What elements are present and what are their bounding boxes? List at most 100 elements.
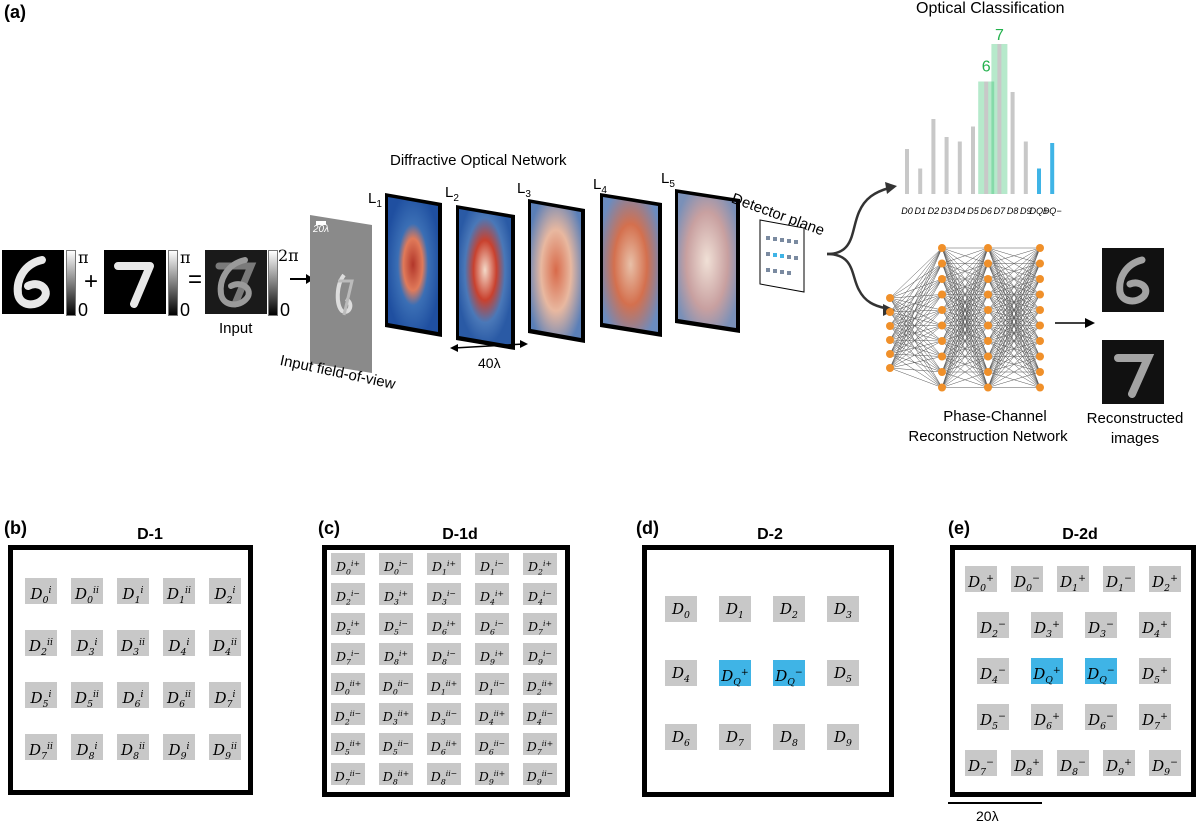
detector-d1d-5: D2i− <box>331 583 365 607</box>
nn-node <box>984 290 992 299</box>
nn-node <box>886 364 894 372</box>
nn-edge <box>889 297 943 373</box>
detector-d2d-10: DQ+ <box>1031 658 1063 686</box>
panel-d-title: D-2 <box>757 526 783 543</box>
detector-d2d-7: D3− <box>1085 612 1117 640</box>
nn-edge <box>889 297 943 342</box>
bar-D8 <box>1010 92 1015 194</box>
nn-edge <box>889 278 943 327</box>
nn-edge <box>889 325 943 341</box>
nn-edge <box>987 371 1041 388</box>
detector-d1d-2: D1i+ <box>427 553 461 577</box>
nn-node <box>1036 306 1044 314</box>
layer-label-2: L2 <box>445 184 459 204</box>
detector-d1-14: D7i <box>209 682 241 710</box>
nn-edge <box>889 309 943 355</box>
detector-d1-10: D5i <box>25 682 57 710</box>
nn-edge <box>889 309 943 369</box>
detector-d2d-17: D7− <box>965 750 997 778</box>
layer-1-plate <box>385 193 442 337</box>
detector-d1-1: D0ii <box>71 578 103 606</box>
nn-edge <box>889 311 943 342</box>
detector-d1d-4: D2i+ <box>523 553 557 577</box>
tick-label-D6: D6 <box>980 206 992 216</box>
nn-edge <box>889 247 943 355</box>
nn-node <box>886 322 894 330</box>
tick-label-DQ+: DQ+ <box>1030 206 1049 216</box>
detector-d1d-25: D2ii− <box>331 703 365 727</box>
detector-d1d-34: D7ii+ <box>523 733 557 757</box>
bar-D3 <box>944 137 949 194</box>
panel-d-letter: (d) <box>636 518 659 538</box>
detector-d2d-9: D4− <box>977 658 1009 686</box>
tick-label-D0: D0 <box>901 206 913 216</box>
panel-b-letter: (b) <box>4 518 27 538</box>
bar-D9 <box>1023 141 1028 194</box>
peak-label-6: 6 <box>982 59 991 76</box>
network-title: Diffractive Optical Network <box>390 152 567 169</box>
nn-node <box>1036 337 1044 345</box>
detector-d2d-18: D8+ <box>1011 750 1043 778</box>
detector-d1d-36: D8ii+ <box>379 763 413 787</box>
detector-d2-8: D6 <box>665 724 697 750</box>
detector-d2-10: D8 <box>773 724 805 750</box>
detector-d1-7: D3ii <box>117 630 149 658</box>
detector-d1d-1: D0i− <box>379 553 413 577</box>
nn-node <box>938 352 946 361</box>
bar-D4 <box>957 141 962 194</box>
bar-D5 <box>971 126 975 194</box>
nn-edge <box>941 247 989 373</box>
nn-edge <box>987 247 1041 295</box>
nn-edge <box>889 339 943 342</box>
nn-edge <box>987 309 1041 388</box>
detector-d1d-3: D1i− <box>475 553 509 577</box>
nn-edge <box>987 247 1041 264</box>
detector-d2d-19: D8− <box>1057 750 1089 778</box>
pi-label-1: π <box>78 248 89 267</box>
layer-spacing-label: 40λ <box>478 355 501 371</box>
nn-node <box>938 383 946 392</box>
nn-edge <box>889 247 943 299</box>
detector-d2-3: D3 <box>827 596 859 622</box>
detector-d1d-21: D0ii− <box>379 673 413 697</box>
tick-label-D3: D3 <box>941 206 953 216</box>
nn-node <box>886 308 894 316</box>
detector-d2d-12: D5+ <box>1139 658 1171 686</box>
detector-d2d-13: D5− <box>977 704 1009 732</box>
detector-d2d-4: D2+ <box>1149 566 1181 594</box>
classification-title: Optical Classification <box>916 0 1065 17</box>
detector-d2d-21: D9− <box>1149 750 1181 778</box>
tick-label-D8: D8 <box>1007 206 1019 216</box>
detector-plane <box>759 219 805 293</box>
panel-a-letter: (a) <box>4 2 26 22</box>
nn-edge <box>889 278 943 369</box>
nn-edge <box>889 356 943 369</box>
bar-DQ+ <box>1037 168 1041 194</box>
nn-node <box>984 275 992 283</box>
nn-edge <box>889 309 943 341</box>
nn-edge <box>889 247 943 313</box>
detector-d1d-35: D7ii− <box>331 763 365 787</box>
detector-d1-12: D6i <box>117 682 149 710</box>
layer-label-1: L1 <box>368 190 382 210</box>
phase-colorbar-2 <box>168 250 178 316</box>
detector-d1d-19: D9i− <box>523 643 557 667</box>
nn-edge <box>987 356 1041 388</box>
detector-d2d-20: D9+ <box>1103 750 1135 778</box>
nn-edge <box>889 339 943 357</box>
panel-b-title: D-1 <box>137 526 163 543</box>
bar-D6 <box>984 81 989 194</box>
nn-edge <box>889 340 943 369</box>
digit-seven-image <box>104 250 166 314</box>
nn-edge <box>941 340 989 388</box>
detector-d1d-39: D9ii− <box>523 763 557 787</box>
pi-label-2: π <box>180 248 191 267</box>
tick-label-DQ-: DQ− <box>1043 206 1062 216</box>
nn-edge <box>889 263 943 327</box>
detector-d1d-26: D3ii+ <box>379 703 413 727</box>
detector-d1d-33: D6ii− <box>475 733 509 757</box>
detector-d2d-2: D1+ <box>1057 566 1089 594</box>
nn-edge <box>987 247 1041 357</box>
